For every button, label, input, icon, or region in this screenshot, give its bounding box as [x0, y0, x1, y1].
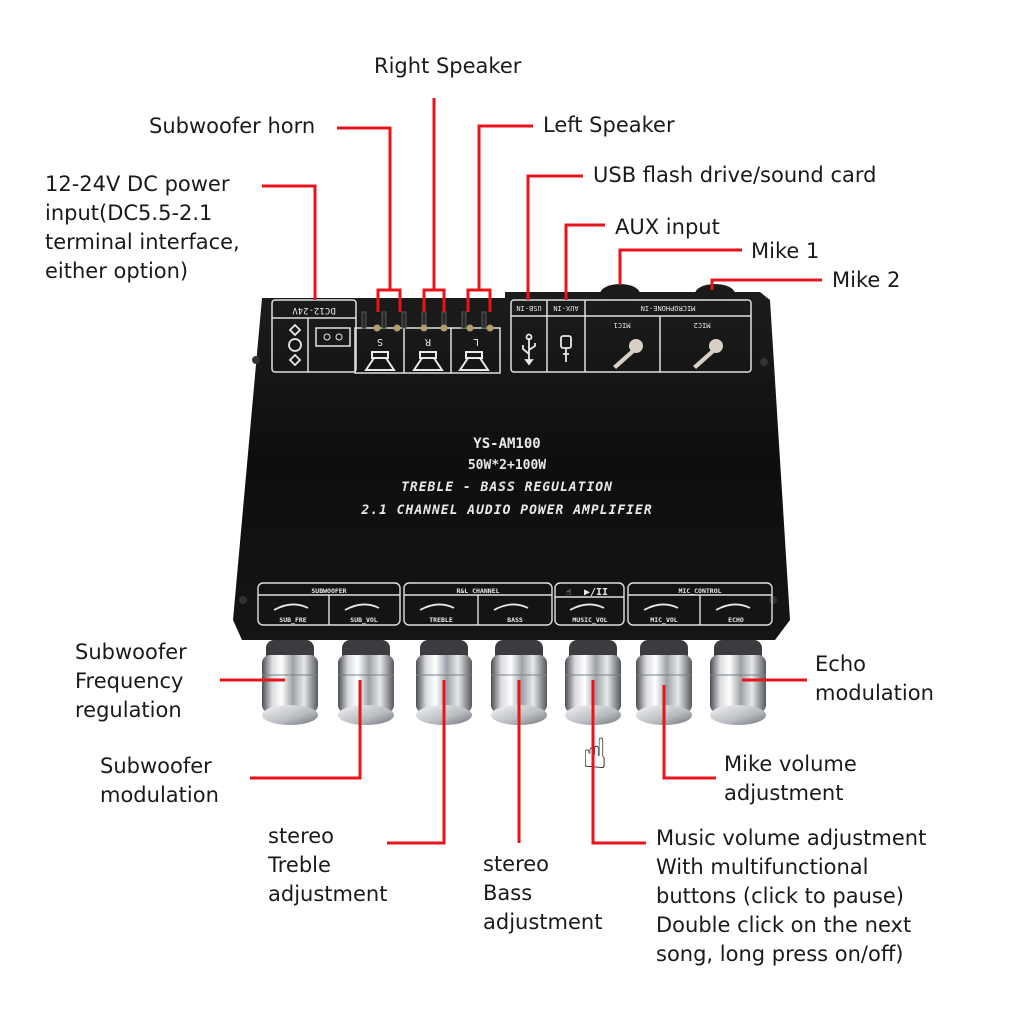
- callout-right-speaker: Right Speaker: [374, 54, 522, 78]
- callout-music-vol: Music volume adjustment With multifuncti…: [656, 826, 927, 966]
- group-title-play-pause: ▶/II: [584, 587, 608, 598]
- knob-label-sub-vol: SUB_VOL: [350, 616, 377, 624]
- knob-treble[interactable]: [416, 640, 472, 725]
- callout-mike1: Mike 1: [751, 239, 820, 263]
- knob-sub-fre[interactable]: [262, 640, 318, 725]
- aux-plug-icon: [560, 335, 572, 362]
- model-name: YS-AM100: [473, 436, 540, 452]
- callout-aux: AUX input: [615, 215, 720, 239]
- microphone-icon: [613, 339, 723, 369]
- knob-label-echo: ECHO: [728, 616, 744, 624]
- speaker-channel-s: S: [377, 336, 383, 347]
- speaker-icon: [364, 351, 490, 371]
- usb-icon: [522, 333, 536, 366]
- callout-echo: Echo modulation: [815, 652, 934, 705]
- rotation-arrow-icon: [273, 603, 751, 611]
- mic2-label: MIC2: [694, 321, 711, 329]
- callout-subwoofer-horn: Subwoofer horn: [149, 114, 316, 138]
- callout-left-speaker: Left Speaker: [543, 113, 675, 137]
- knob-label-mic-vol: MIC_VOL: [650, 616, 677, 624]
- knob-label-treble: TREBLE: [429, 616, 453, 624]
- knob-music-vol[interactable]: [565, 640, 621, 725]
- touch-hand-icon: ☝: [566, 588, 571, 598]
- microphone-in-label: MICROPHONE-IN: [641, 304, 696, 312]
- usb-in-label: USB-IN: [516, 304, 541, 312]
- callout-power-input: 12-24V DC power input(DC5.5-2.1 terminal…: [45, 172, 240, 283]
- speaker-channel-r: R: [424, 336, 431, 347]
- knob-label-bass: BASS: [507, 616, 523, 624]
- feature-line: TREBLE - BASS REGULATION: [401, 480, 613, 495]
- power-jack-label: DC12-24V: [292, 305, 336, 315]
- group-title-rl-channel: R&L CHANNEL: [456, 587, 499, 595]
- callout-sub-freq: Subwoofer Frequency regulation: [75, 640, 187, 722]
- power-polarity-icon: [288, 323, 302, 367]
- knob-mic-vol[interactable]: [636, 640, 692, 725]
- mic1-jack: [600, 284, 640, 304]
- speaker-channel-l: L: [473, 336, 479, 347]
- callout-bass: stereo Bass adjustment: [483, 852, 603, 934]
- group-title-mic-control: MIC_CONTROL: [678, 587, 721, 595]
- callout-sub-mod: Subwoofer modulation: [100, 754, 219, 807]
- callout-mike-vol: Mike volume adjustment: [724, 752, 857, 805]
- mic1-label: MIC1: [614, 321, 631, 329]
- knob-label-music-vol: MUSIC_VOL: [572, 616, 607, 624]
- callout-usb: USB flash drive/sound card: [593, 163, 877, 187]
- knob-sub-vol[interactable]: [338, 640, 394, 725]
- group-title-subwoofer: SUBWOOFER: [311, 587, 346, 595]
- callout-treble: stereo Treble adjustment: [268, 824, 388, 906]
- callout-mike2: Mike 2: [832, 268, 901, 292]
- description-line: 2.1 CHANNEL AUDIO POWER AMPLIFIER: [360, 503, 652, 518]
- aux-in-label: AUX-IN: [553, 304, 578, 312]
- knob-bass[interactable]: [491, 640, 547, 725]
- amplifier-body: [233, 292, 790, 640]
- pointing-hand-icon: ☝: [582, 729, 608, 778]
- power-rating: 50W*2+100W: [468, 458, 546, 473]
- knob-echo[interactable]: [710, 640, 766, 725]
- mic2-jack: [695, 284, 735, 304]
- knob-label-sub-fre: SUB_FRE: [279, 616, 306, 624]
